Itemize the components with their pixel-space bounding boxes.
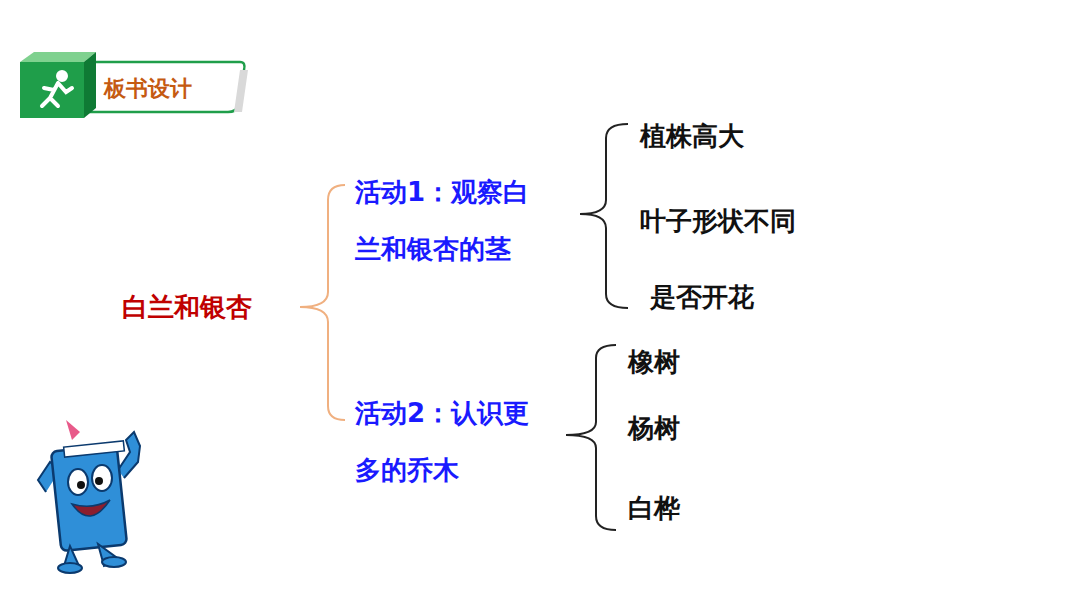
book-mascot bbox=[38, 420, 140, 573]
branch-item: 杨树 bbox=[628, 411, 680, 445]
header-title: 板书设计 bbox=[104, 74, 192, 103]
activity-heading: 活动2：认识更多的乔木 bbox=[355, 385, 545, 499]
root-topic: 白兰和银杏 bbox=[122, 290, 252, 324]
branch-item: 白桦 bbox=[628, 491, 680, 525]
activity-heading: 活动1：观察白兰和银杏的茎 bbox=[355, 164, 545, 278]
branch-item: 是否开花 bbox=[650, 280, 754, 314]
branch-item: 叶子形状不同 bbox=[640, 204, 796, 238]
header-badge bbox=[20, 52, 248, 118]
main-brace bbox=[300, 185, 345, 420]
brace-1 bbox=[580, 124, 628, 308]
branch-item: 橡树 bbox=[628, 345, 680, 379]
brace-2 bbox=[566, 345, 616, 530]
branch-item: 植株高大 bbox=[640, 119, 744, 153]
